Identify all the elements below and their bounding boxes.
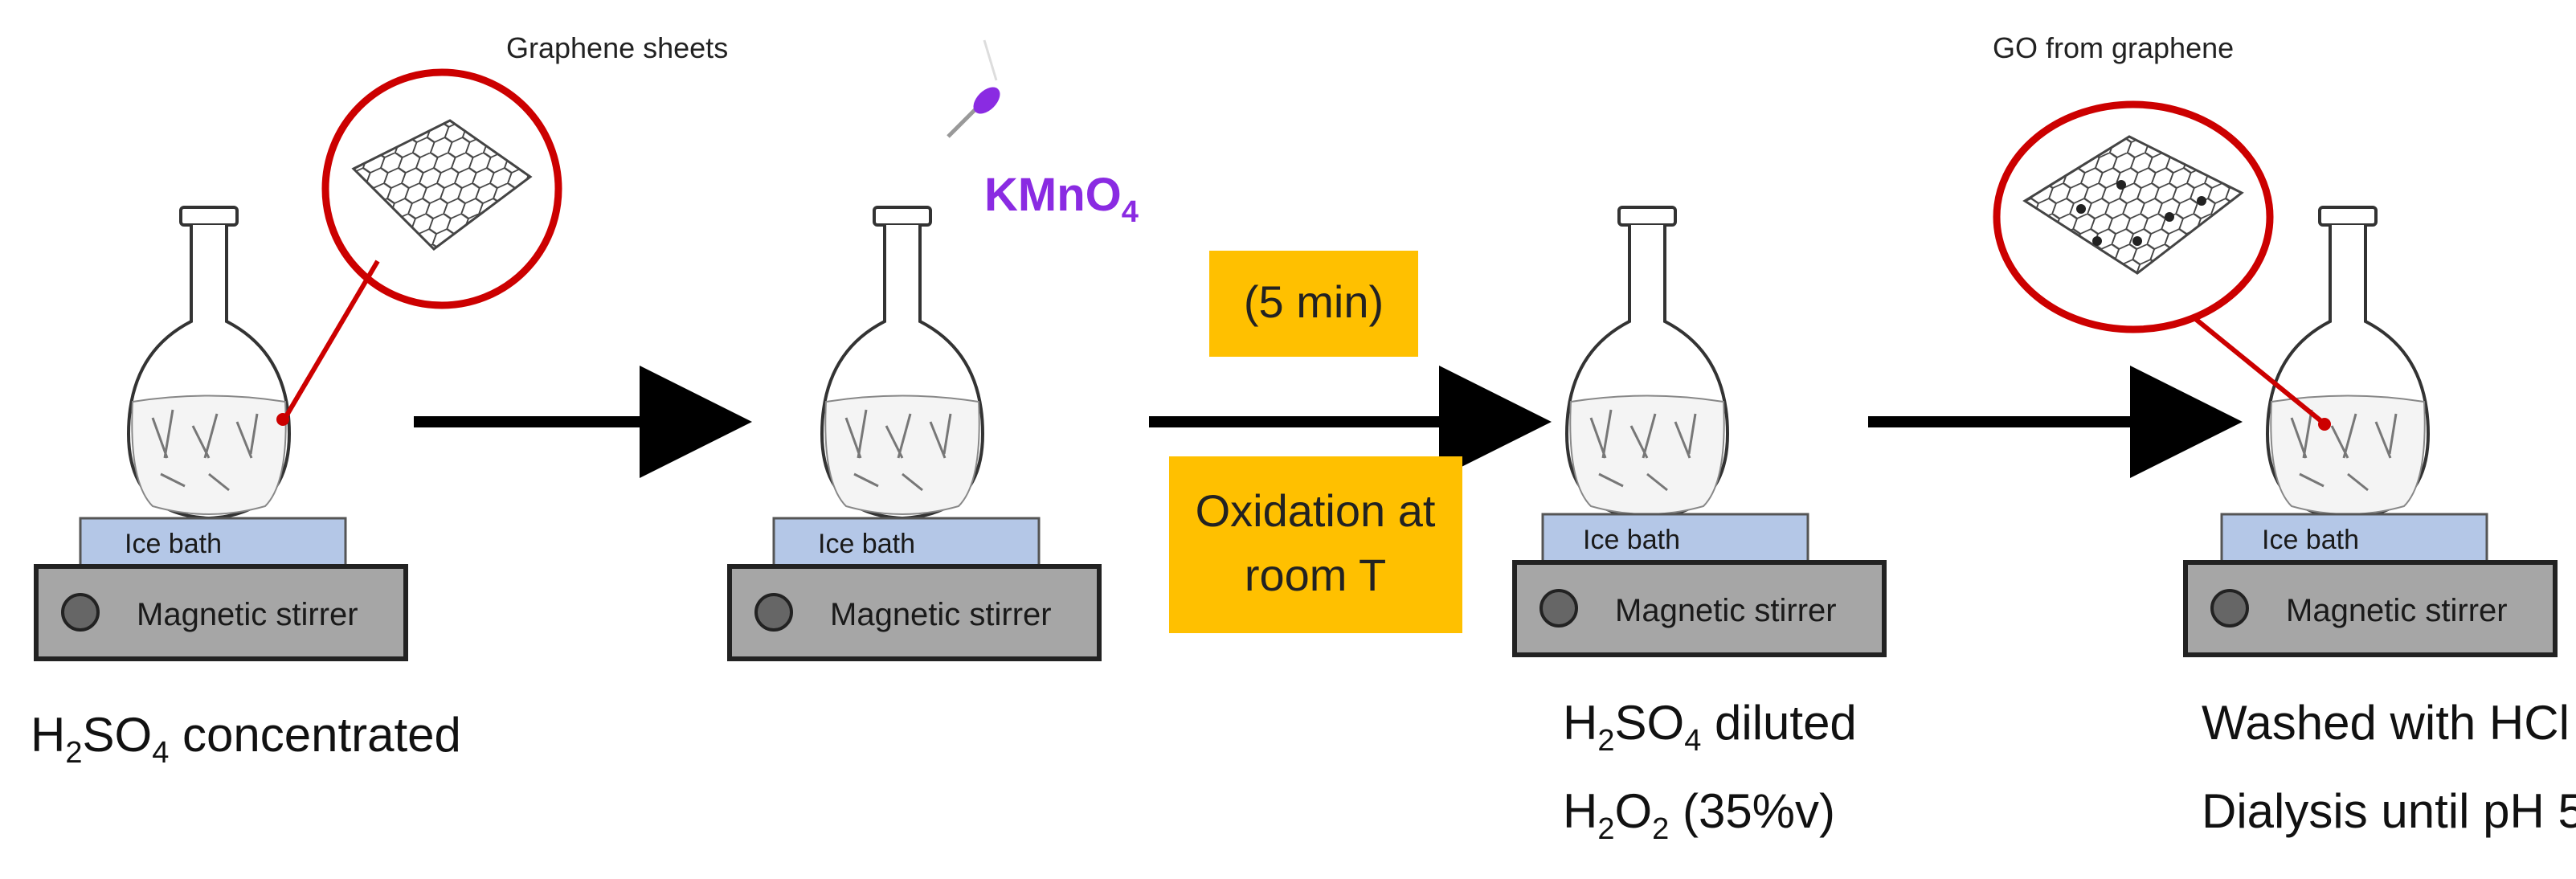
ice-bath-label: Ice bath [125, 529, 222, 559]
step4-caption-line1: Washed with HCl [2202, 696, 2570, 750]
go-zoom-icon [1993, 100, 2331, 431]
ice-bath-label: Ice bath [2262, 525, 2359, 555]
ice-bath [1541, 513, 1809, 564]
stirrer-knob-icon [2210, 589, 2249, 628]
kmno4-label: KMnO4 [984, 169, 1139, 229]
oxidation-label-line1: Oxidation at [1196, 485, 1436, 536]
condition-oxidation-box: Oxidation at room T [1169, 456, 1462, 633]
magnetic-stirrer-label: Magnetic stirrer [2286, 593, 2508, 628]
oxidation-label-line2: room T [1245, 550, 1386, 600]
flask-icon [126, 206, 292, 521]
go-from-graphene-label: GO from graphene [1993, 31, 2234, 64]
stirrer-knob-icon [754, 593, 793, 632]
magnetic-stirrer-label: Magnetic stirrer [830, 597, 1052, 632]
ice-bath [772, 517, 1041, 568]
step3-caption-line1: H2SO4 diluted [1563, 696, 1857, 758]
step3-setup: Ice bath Magnetic stirrer H2SO4 diluted … [1512, 206, 1887, 846]
flask-icon [2265, 206, 2431, 521]
graphene-zoom-icon [276, 68, 562, 426]
ice-bath-label: Ice bath [1583, 525, 1680, 555]
condition-time-box: (5 min) [1209, 251, 1418, 357]
graphene-sheets-label: Graphene sheets [506, 31, 728, 64]
dropper-icon [947, 39, 1000, 138]
step4-caption-line2: Dialysis until pH 5 [2202, 784, 2576, 838]
ice-bath [79, 517, 347, 568]
ice-bath [2220, 513, 2488, 564]
flask-icon [820, 206, 985, 521]
stirrer-knob-icon [1539, 589, 1578, 628]
magnetic-stirrer [34, 564, 408, 661]
flask-icon [1564, 206, 1730, 521]
magnetic-stirrer-label: Magnetic stirrer [137, 597, 358, 632]
step4-setup: Ice bath Magnetic stirrer Washed with HC… [1993, 100, 2576, 838]
stirrer-knob-icon [61, 593, 100, 632]
step1-setup: Ice bath Magnetic stirrer H2SO4 concentr… [31, 68, 562, 770]
condition-time-label: (5 min) [1244, 276, 1384, 327]
magnetic-stirrer-label: Magnetic stirrer [1615, 593, 1837, 628]
step3-caption-line2: H2O2 (35%v) [1563, 784, 1835, 846]
ice-bath-label: Ice bath [818, 529, 915, 559]
step1-caption: H2SO4 concentrated [31, 708, 461, 770]
step2-setup: KMnO4 Ice bath Magnetic stirrer [727, 39, 1139, 661]
